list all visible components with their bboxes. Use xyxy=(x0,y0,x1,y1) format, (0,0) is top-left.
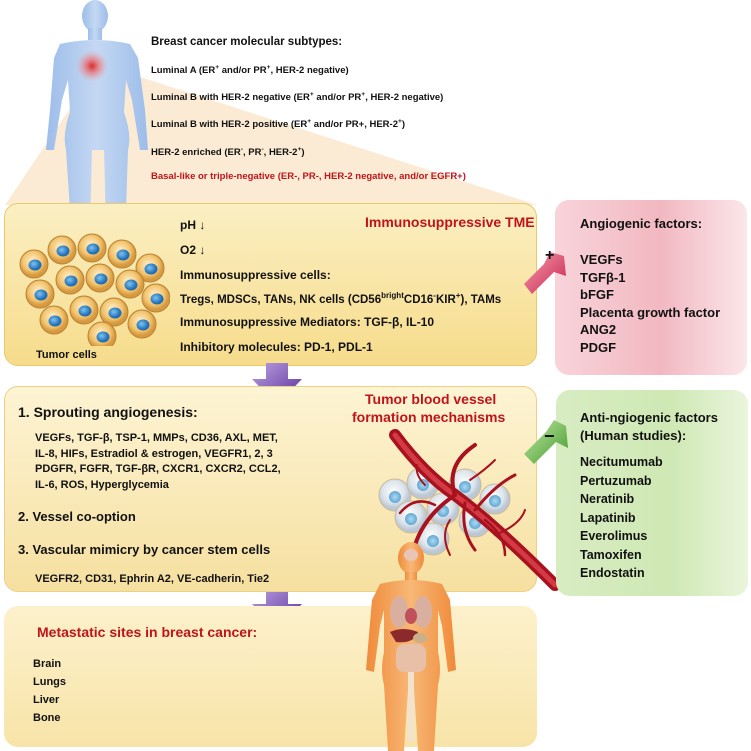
anti-angiogenic-factor: Neratinib xyxy=(580,492,635,506)
subtype-line: Luminal B with HER-2 negative (ER+ and/o… xyxy=(151,91,444,104)
tumor-cell-nucleus xyxy=(96,331,110,343)
tumor-cell-nucleus xyxy=(28,259,42,271)
tme-mediators: Immunosuppressive Mediators: TGF-β, IL-1… xyxy=(180,315,435,329)
mimicry-heading: 3. Vascular mimicry by cancer stem cells xyxy=(18,542,271,557)
tumor-cell-nucleus xyxy=(150,293,164,305)
sprouting-heading: 1. Sprouting angiogenesis: xyxy=(18,404,198,420)
angiogenic-factor: VEGFs xyxy=(580,252,623,267)
tme-o2: O2 ↓ xyxy=(180,243,206,257)
sprouting-factor-line: IL-8, HIFs, Estradiol & estrogen, VEGFR1… xyxy=(35,447,273,460)
angiogenic-factor: Placenta growth factor xyxy=(580,304,721,320)
tme-title: Immunosuppressive TME xyxy=(365,214,535,230)
tme-inhibitory: Inhibitory molecules: PD-1, PDL-1 xyxy=(180,340,373,354)
angiogenic-factor: TGFβ-1 xyxy=(580,269,626,285)
human-organs-figure xyxy=(366,542,456,751)
tme-cells-label: Immunosuppressive cells: xyxy=(180,268,331,282)
subtype-line: Luminal B with HER-2 positive (ER+ and/o… xyxy=(151,118,406,131)
angiogenic-factor: bFGF xyxy=(580,287,614,302)
metastatic-site: Liver xyxy=(33,694,60,706)
tumor-cell-nucleus xyxy=(124,279,138,291)
metastasis-title: Metastatic sites in breast cancer: xyxy=(37,624,258,640)
sprouting-factor-line: PDGFR, FGFR, TGF-βR, CXCR1, CXCR2, CCL2, xyxy=(35,463,281,475)
tumor-cell-nucleus xyxy=(94,273,108,285)
tumor-cell-nucleus xyxy=(56,245,70,257)
anti-angiogenic-factor: Everolimus xyxy=(580,529,648,543)
anti-angiogenic-factor: Necitumumab xyxy=(580,455,663,469)
tumor-cells-cluster xyxy=(19,233,170,346)
anti-title-line2: (Human studies): xyxy=(580,428,687,443)
tumor-cell-nucleus xyxy=(108,307,122,319)
anti-title-line1: Anti-ngiogenic factors xyxy=(580,410,718,425)
blood-vessel-illustration xyxy=(378,429,561,591)
tumor-cell-nucleus xyxy=(136,319,150,331)
anti-angiogenic-factor: Pertuzumab xyxy=(580,473,652,488)
minus-arrow-icon xyxy=(524,420,568,464)
mechanisms-title-line1: Tumor blood vessel xyxy=(365,391,497,407)
minus-sign: − xyxy=(544,426,555,446)
tumor-cells-label: Tumor cells xyxy=(36,349,97,361)
subtype-line: HER-2 enriched (ER-, PR-, HER-2+) xyxy=(151,146,305,159)
down-arrow-icon xyxy=(252,363,302,405)
metastatic-site: Brain xyxy=(33,658,62,670)
female-body-figure xyxy=(46,0,148,228)
tumor-cell-nucleus xyxy=(78,305,92,317)
subtype-basal-like: Basal-like or triple-negative (ER-, PR-,… xyxy=(151,171,466,182)
anti-angiogenic-panel xyxy=(556,390,748,596)
tumor-cell-nucleus xyxy=(86,243,100,255)
anti-angiogenic-factor: Tamoxifen xyxy=(580,547,642,562)
cooption-heading: 2. Vessel co-option xyxy=(18,509,136,524)
sprouting-factor-line: VEGFs, TGF-β, TSP-1, MMPs, CD36, AXL, ME… xyxy=(35,432,278,444)
metastatic-site: Lungs xyxy=(33,676,66,688)
angiogenic-factors-panel xyxy=(555,200,747,375)
plus-sign: + xyxy=(545,247,555,264)
tumor-cell-nucleus xyxy=(64,275,78,287)
angiogenic-factor: ANG2 xyxy=(580,322,617,337)
tumor-cell-nucleus xyxy=(34,289,48,301)
subtype-line: Luminal A (ER+ and/or PR+, HER-2 negativ… xyxy=(151,64,349,77)
angiogenic-title: Angiogenic factors: xyxy=(580,216,703,231)
mimicry-factors: VEGFR2, CD31, Ephrin A2, VE-cadherin, Ti… xyxy=(35,573,270,585)
plus-arrow-icon xyxy=(524,252,566,294)
tumor-cell-nucleus xyxy=(144,263,158,275)
anti-angiogenic-factor: Endostatin xyxy=(580,566,645,580)
tme-ph: pH ↓ xyxy=(180,218,206,232)
subtypes-title: Breast cancer molecular subtypes: xyxy=(151,36,343,48)
sprouting-factor-line: IL-6, ROS, Hyperglycemia xyxy=(35,478,169,491)
tumor-cell-nucleus xyxy=(116,249,130,261)
mechanisms-title-line2: formation mechanisms xyxy=(352,409,506,425)
angiogenic-factor: PDGF xyxy=(580,339,617,355)
tumor-cell-nucleus xyxy=(48,315,62,327)
tme-cells-line: Tregs, MDSCs, TANs, NK cells (CD56bright… xyxy=(180,291,502,306)
anti-angiogenic-factor: Lapatinib xyxy=(580,510,636,525)
metastatic-site: Bone xyxy=(33,712,61,724)
